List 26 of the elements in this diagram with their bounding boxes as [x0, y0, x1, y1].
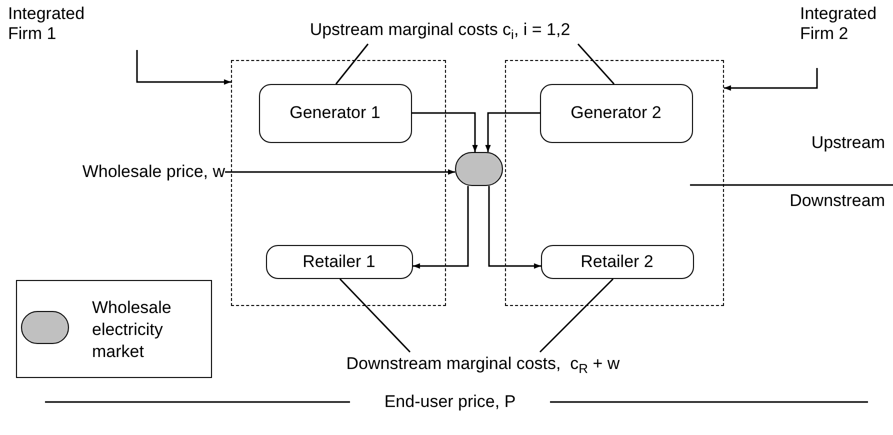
leader-line: [577, 44, 615, 84]
arrow: [225, 169, 455, 175]
generator-box: Generator 2: [540, 84, 692, 142]
price-label: Wholesale price, w: [60, 162, 225, 184]
arrow: [485, 112, 540, 152]
generator-box: Generator 1: [258, 84, 412, 142]
retailer-box: Retailer 2: [540, 244, 694, 278]
region-label: Upstream: [810, 133, 885, 153]
region-label: Downstream: [788, 191, 885, 211]
arrow: [488, 186, 541, 269]
price-label: End-user price, P: [383, 392, 517, 412]
firm-boundary: [231, 60, 446, 306]
arrow: [724, 68, 818, 91]
cost-annotation: Downstream marginal costs, c$_{R}$ + w: [283, 354, 683, 378]
cost-annotation: Upstream marginal costs c$_{i}$, i = 1,2: [290, 20, 590, 44]
arrow: [412, 112, 478, 152]
firm-boundary: [505, 60, 724, 306]
leader-line: [539, 278, 614, 353]
arrow: [413, 186, 469, 269]
leader-line: [335, 44, 369, 84]
legend-text: Wholesale electricity market: [92, 297, 172, 363]
firm-label: Integrated Firm 1: [8, 4, 98, 46]
leader-line: [339, 278, 411, 353]
retailer-box: Retailer 1: [266, 244, 412, 278]
firm-label: Integrated Firm 2: [800, 4, 890, 46]
arrow: [136, 50, 231, 85]
